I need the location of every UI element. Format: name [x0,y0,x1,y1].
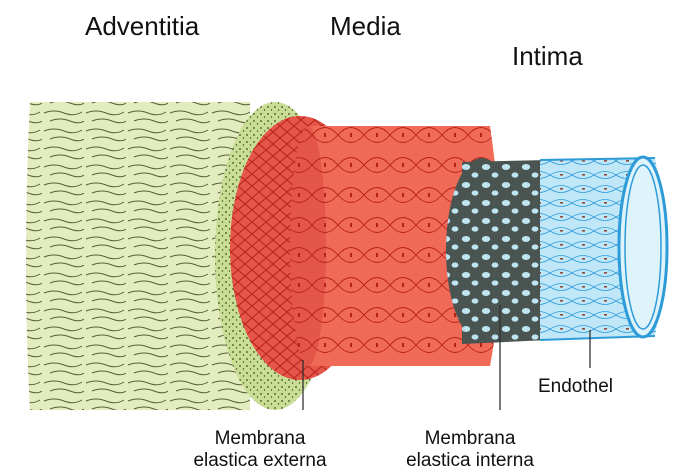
media-label: Media [330,12,401,42]
endothel-label: Endothel [538,376,613,398]
intima-layer [535,152,670,347]
externa-label-line2: elastica externa [170,450,350,472]
intima-label: Intima [512,42,583,72]
externa-label-line1: Membrana [170,428,350,450]
membrana-elastica-interna-label: Membrana elastica interna [380,428,560,472]
interna-label-line2: elastica interna [380,450,560,472]
adventitia-label: Adventitia [85,12,199,42]
interna-label-line1: Membrana [380,428,560,450]
membrana-elastica-externa-label: Membrana elastica externa [170,428,350,472]
